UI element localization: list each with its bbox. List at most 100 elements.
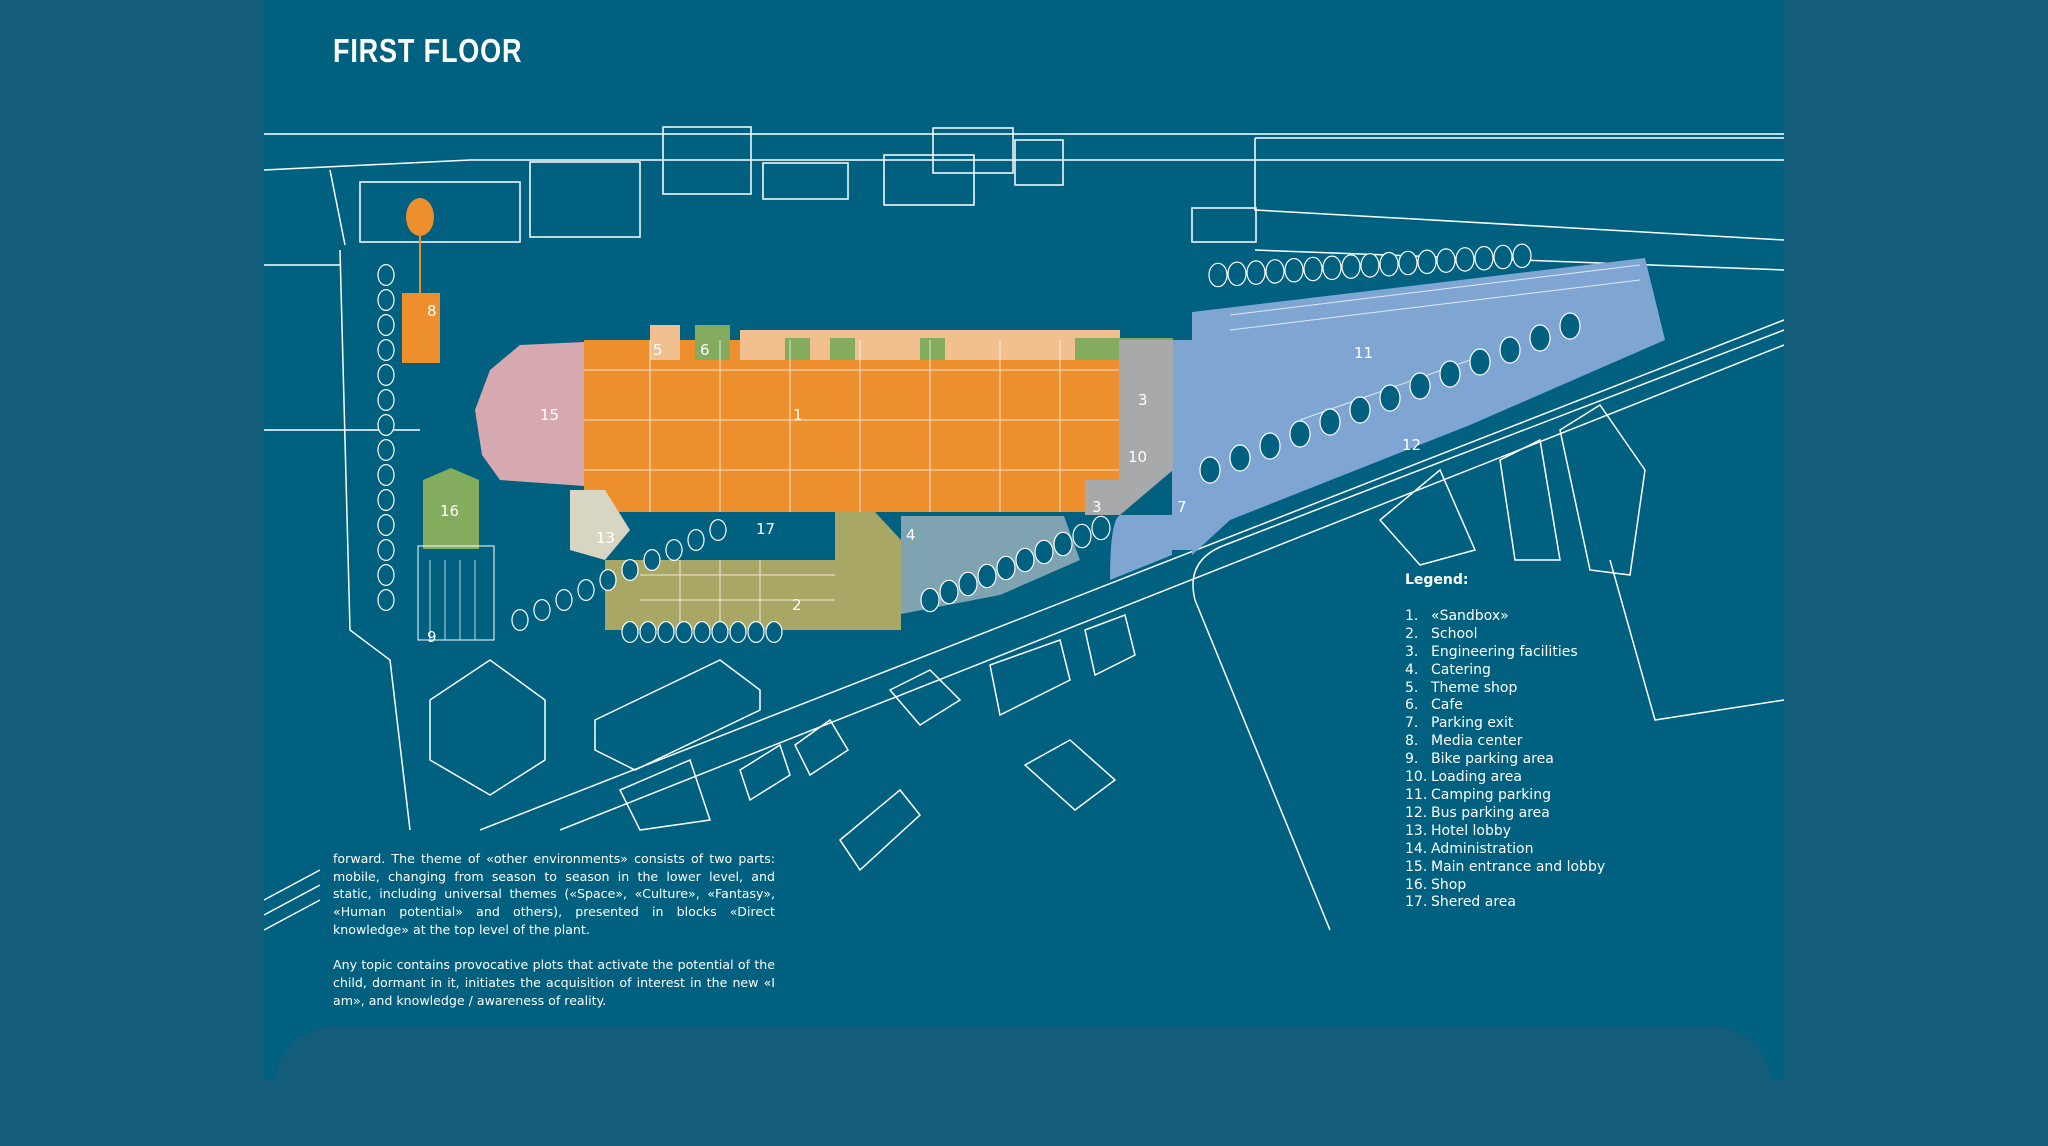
legend-item-number: 6. [1405, 697, 1419, 714]
tree-icon [1289, 420, 1311, 448]
tree-icon [1199, 456, 1221, 484]
building [989, 639, 1071, 717]
tree-icon [377, 513, 395, 536]
legend-item-label: Media center [1431, 733, 1523, 750]
page-title: FIRST FLOOR [333, 32, 523, 69]
legend-item-number: 10. [1405, 769, 1428, 786]
tree-icon [1379, 251, 1399, 277]
plot-edge [1609, 559, 1785, 721]
legend-item-number: 3. [1405, 643, 1419, 660]
tree-icon [1349, 396, 1371, 424]
tree-icon [1322, 255, 1342, 281]
road-north [263, 133, 1784, 171]
tree-icon [1417, 249, 1437, 275]
zone-entrance-lobby [475, 342, 584, 486]
road-diagonal [479, 319, 1785, 831]
legend-item: 2.School [1405, 626, 1605, 644]
legend-item-number: 13. [1405, 822, 1428, 839]
tree-icon [711, 620, 729, 643]
map-label-4: 4 [906, 526, 916, 544]
map-label-1: 1 [793, 406, 803, 424]
tree-icon [377, 339, 395, 362]
legend-item: 10.Loading area [1405, 769, 1605, 787]
site-plan-map: 1 2 3 3 4 5 6 7 8 9 10 11 12 13 15 16 17 [263, 126, 1785, 931]
tree-icon [729, 620, 747, 643]
legend-item-number: 17. [1405, 894, 1428, 911]
tree-icon [1493, 244, 1513, 270]
tree-icon [939, 579, 959, 605]
paragraph: forward. The theme of «other environment… [333, 851, 775, 937]
building [1559, 403, 1646, 576]
legend-item-label: Camping parking [1431, 786, 1551, 803]
tree-icon [693, 620, 711, 643]
map-label-16: 16 [440, 502, 459, 520]
legend-item-label: Theme shop [1431, 679, 1518, 696]
paragraph: Any topic contains provocative plots tha… [333, 957, 775, 1008]
legend-item: 4.Catering [1405, 662, 1605, 680]
tree-icon [1474, 245, 1494, 271]
zone-bike-parking [417, 545, 495, 641]
legend-item-number: 12. [1405, 804, 1428, 821]
legend-item-label: Bike parking area [1431, 751, 1554, 768]
context-linework [263, 126, 1785, 931]
tree-icon [1259, 432, 1281, 460]
tree-icon [657, 620, 675, 643]
tree-icon [643, 548, 661, 571]
legend-item-label: Parking exit [1431, 715, 1514, 732]
tree-icon [577, 578, 595, 601]
building [1014, 139, 1064, 186]
tree-icon [977, 563, 997, 589]
legend-item-number: 4. [1405, 661, 1419, 678]
tree-icon [1091, 515, 1111, 541]
tree-icon [747, 620, 765, 643]
zone-sandbox [584, 340, 1119, 512]
legend-item: 11.Camping parking [1405, 787, 1605, 805]
tree-icon [377, 538, 395, 561]
legend-item-number: 14. [1405, 840, 1428, 857]
legend-item-label: Administration [1431, 840, 1534, 857]
legend-item-number: 1. [1405, 607, 1419, 624]
tree-icon [1208, 262, 1228, 288]
legend-item-label: Engineering facilities [1431, 643, 1578, 660]
tree-icon [377, 289, 395, 312]
tree-icon [599, 568, 617, 591]
tree-icon [1360, 253, 1380, 278]
legend-item-label: Hotel lobby [1431, 822, 1512, 839]
map-label-9: 9 [427, 628, 437, 646]
tree-icon [958, 571, 978, 597]
tree-icon [377, 264, 395, 287]
building [618, 758, 711, 831]
building [662, 126, 752, 195]
map-label-8: 8 [427, 302, 437, 320]
building [932, 127, 1014, 174]
tree-icon [377, 563, 395, 586]
zone-shop [423, 468, 479, 549]
building [888, 669, 962, 726]
tree-icon [377, 588, 395, 611]
tree-icon [1436, 248, 1456, 273]
map-label-13: 13 [596, 529, 615, 547]
tree-icon [1072, 523, 1092, 549]
tree-icon [1319, 408, 1341, 436]
tree-icon [1265, 259, 1285, 284]
building [739, 743, 791, 802]
tree-icon [639, 620, 657, 643]
tree-icon [1229, 444, 1251, 472]
legend-item-label: Shop [1431, 876, 1467, 893]
legend-item-number: 5. [1405, 679, 1419, 696]
building [794, 718, 850, 777]
building [359, 181, 521, 243]
legend-item: 17.Shered area [1405, 894, 1605, 912]
tree-icon [1341, 254, 1361, 279]
legend-item-number: 8. [1405, 733, 1419, 750]
tree-icon [621, 558, 639, 581]
tree-icon [377, 314, 395, 337]
legend-item: 7.Parking exit [1405, 715, 1605, 733]
building [762, 162, 849, 200]
tree-icon [555, 588, 573, 611]
tree-icon [1284, 257, 1304, 283]
tree-icon [621, 620, 639, 643]
zone-media-center [402, 293, 440, 363]
tree-icon [996, 555, 1016, 581]
building [839, 788, 922, 872]
